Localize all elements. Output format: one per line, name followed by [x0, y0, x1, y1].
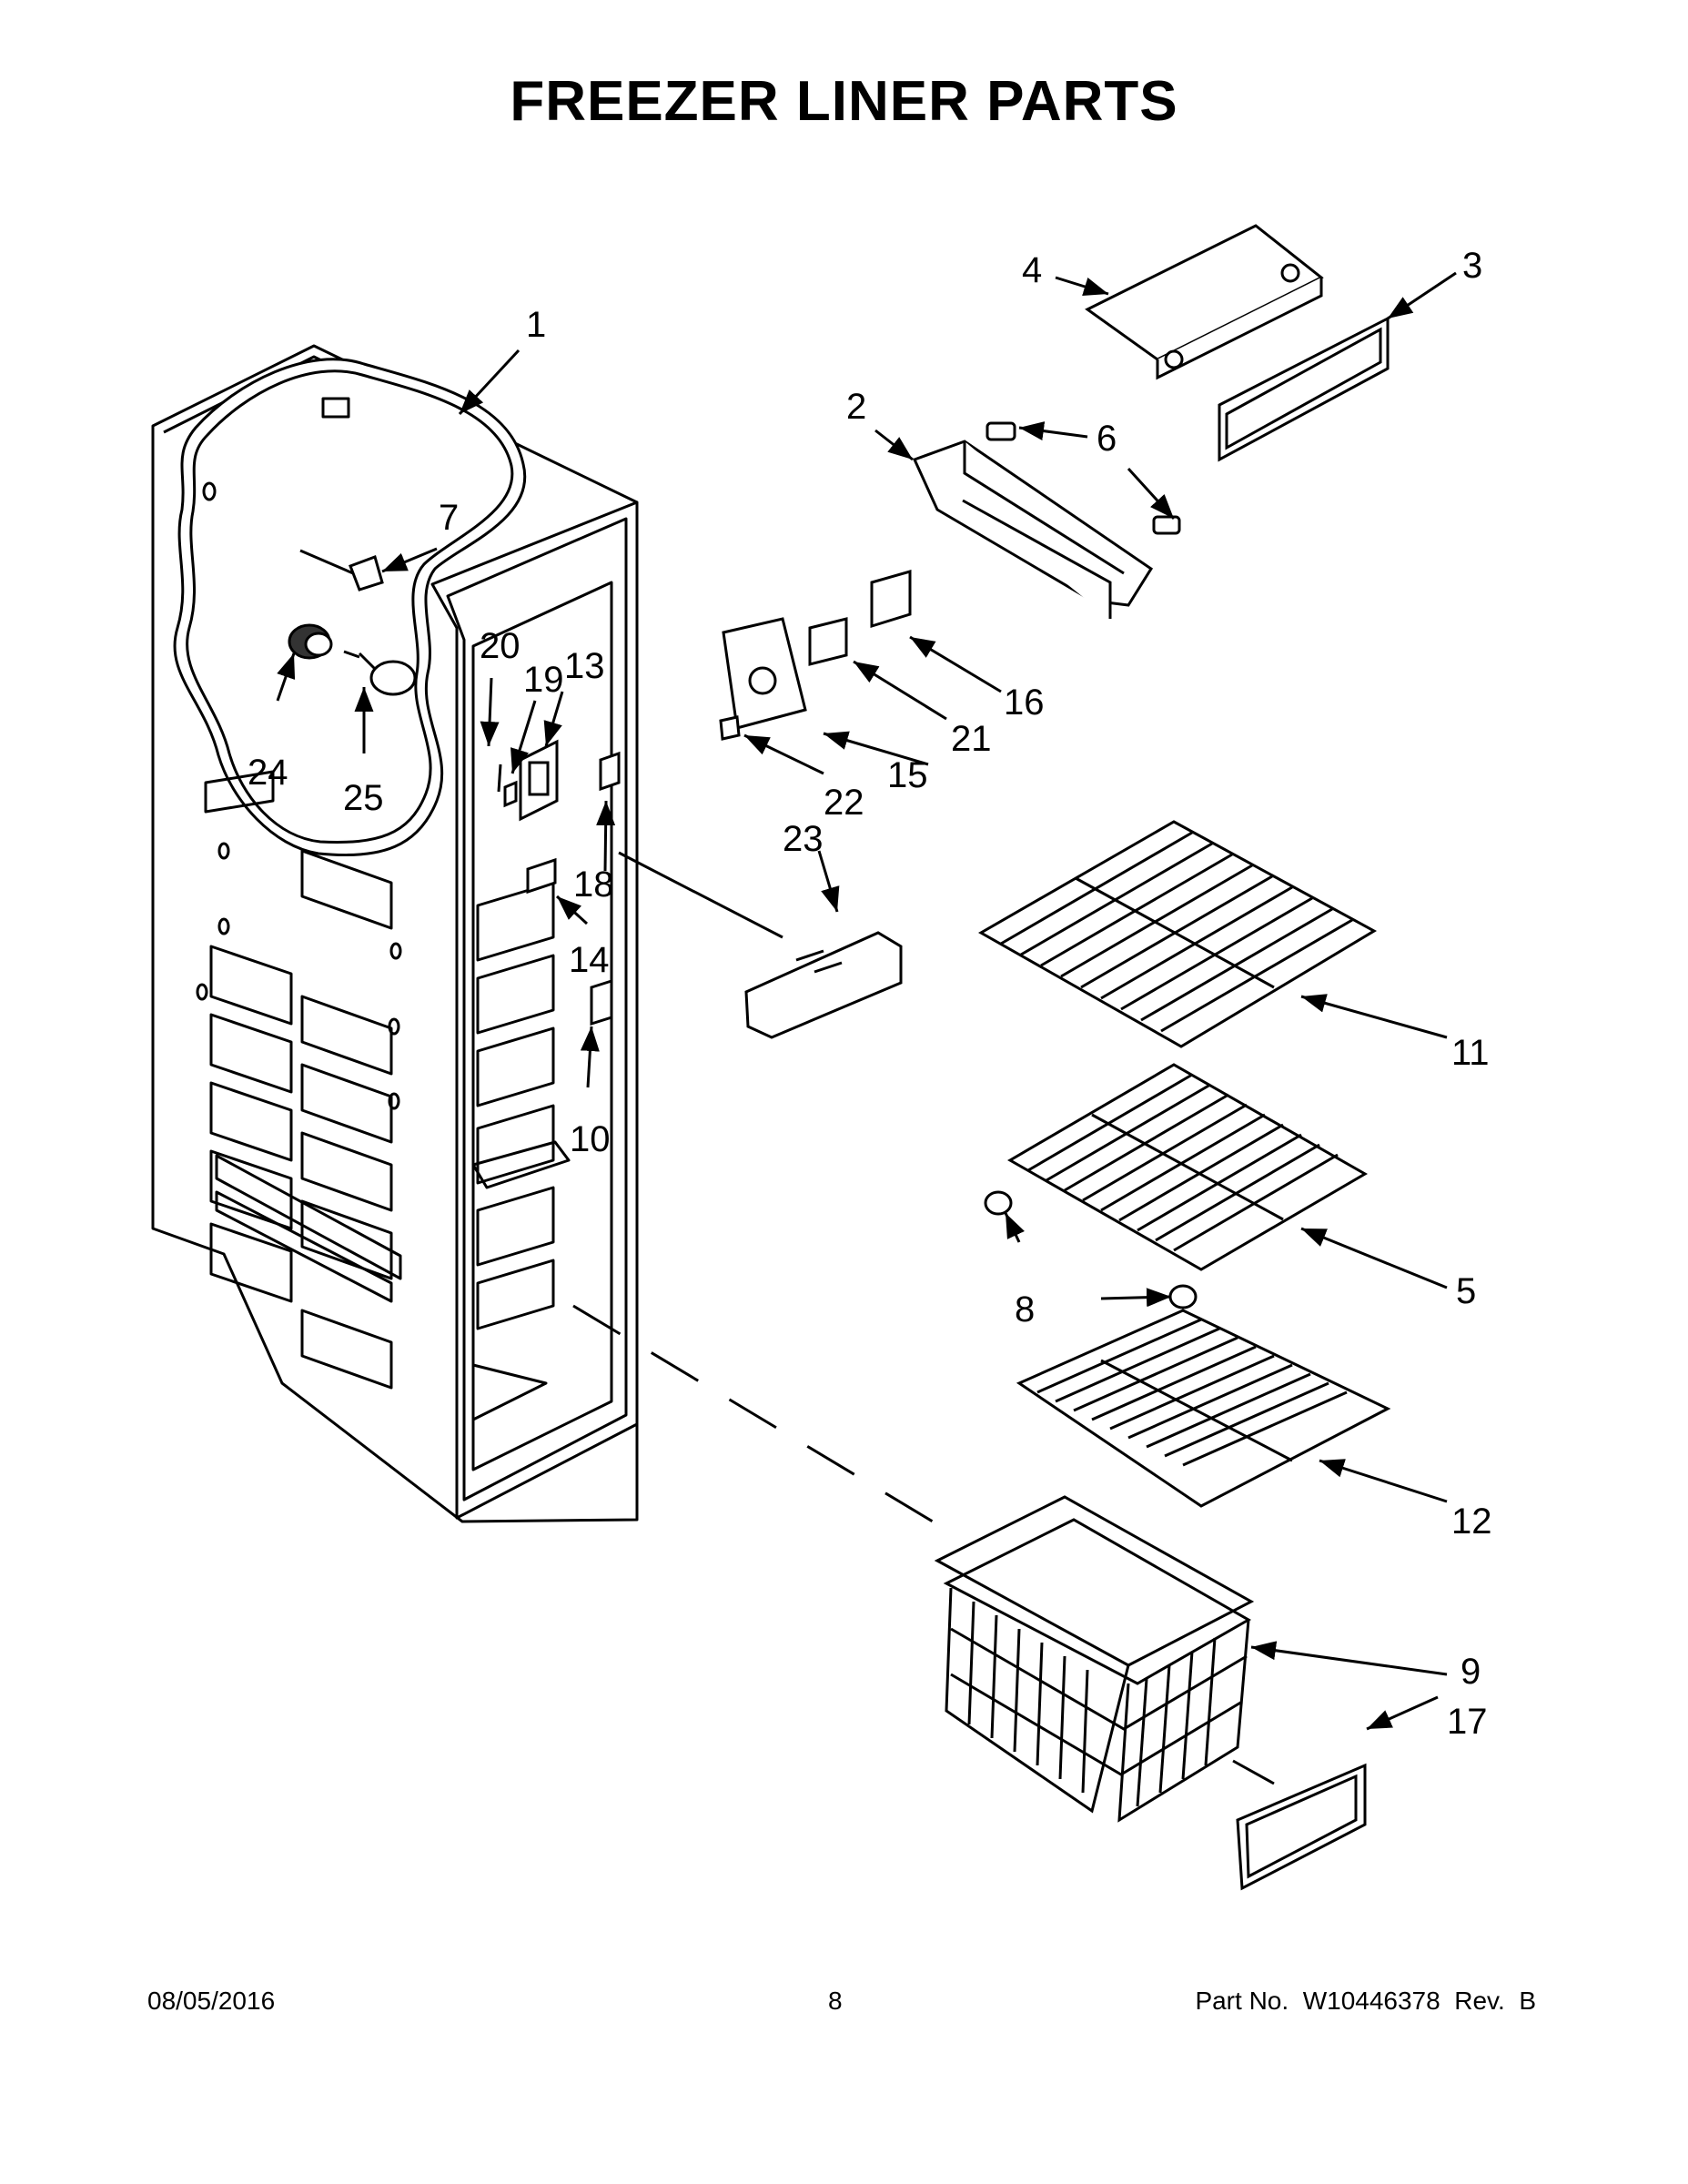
footer-page-number: 8: [828, 1987, 843, 2015]
light-socket-and-bulb: [288, 623, 417, 696]
callout-labels: 1 2 3 4 5 6 7 8 9 10 11 12 13 14 15 16 1…: [248, 246, 1492, 1742]
callout-3: 3: [1462, 246, 1482, 286]
callout-19: 19: [523, 660, 564, 700]
callout-7: 7: [439, 498, 459, 538]
callout-11: 11: [1451, 1033, 1490, 1073]
footer-date: 08/05/2016: [147, 1987, 276, 2015]
hinge-cover-and-panel: [1085, 224, 1390, 462]
callout-25: 25: [343, 778, 384, 818]
callout-1: 1: [526, 305, 546, 345]
shelf-lower: [1016, 1309, 1391, 1508]
basket-front-panel: [1236, 1763, 1367, 1891]
callout-14: 14: [569, 940, 610, 980]
callout-6: 6: [1097, 419, 1117, 459]
callout-10: 10: [570, 1119, 611, 1159]
callout-23: 23: [783, 819, 824, 859]
callout-15: 15: [887, 755, 928, 795]
shelf-middle: [1007, 1063, 1368, 1271]
callout-16: 16: [1004, 682, 1045, 723]
callout-2: 2: [846, 387, 866, 427]
callout-5: 5: [1456, 1271, 1476, 1311]
callout-24: 24: [248, 753, 288, 793]
callout-12: 12: [1451, 1502, 1492, 1542]
callout-17: 17: [1447, 1702, 1488, 1742]
leader-lines: [276, 271, 1457, 1731]
assembly-lines: [572, 851, 1275, 1785]
damper-assembly: [719, 570, 912, 741]
callout-8: 8: [1015, 1289, 1035, 1330]
callout-21: 21: [951, 719, 992, 759]
callout-9: 9: [1461, 1652, 1481, 1692]
control-components: [497, 739, 621, 1026]
shelf-upper: [977, 820, 1378, 1048]
callout-4: 4: [1022, 250, 1042, 290]
footer-part-number: Part No. W10446378 Rev. B: [1195, 1987, 1536, 2015]
freezer-basket: [934, 1495, 1255, 1823]
bracket: [744, 931, 903, 1039]
light-shield-clip: [299, 549, 384, 592]
callout-20: 20: [480, 626, 521, 666]
air-duct: [912, 421, 1181, 619]
callout-18: 18: [573, 864, 614, 905]
callout-22: 22: [824, 783, 864, 823]
page-title: FREEZER LINER PARTS: [510, 70, 1178, 133]
callout-13: 13: [564, 646, 605, 686]
freezer-liner: [151, 344, 639, 1523]
